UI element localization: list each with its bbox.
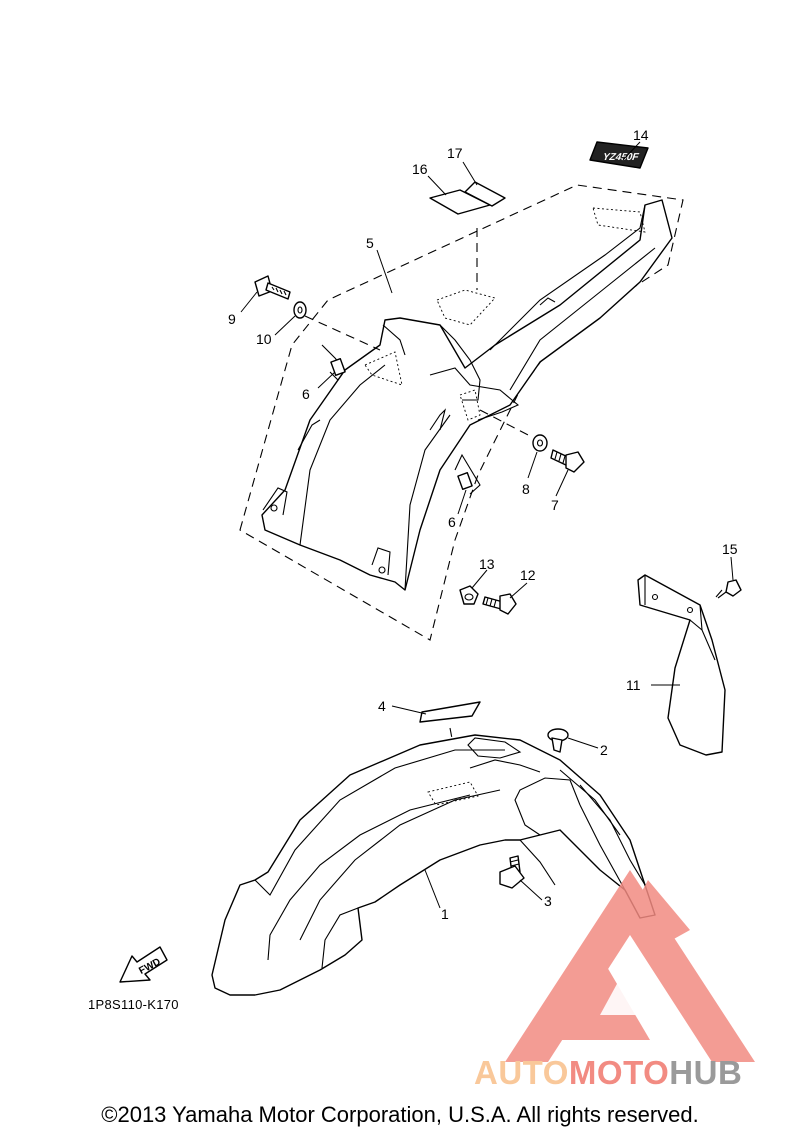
decal-yz450f-text: YZ450F <box>601 152 640 163</box>
callout-7: 7 <box>551 497 559 513</box>
washer-10 <box>293 301 307 319</box>
decal-4 <box>419 701 481 723</box>
bolt-3 <box>499 855 525 889</box>
callout-11: 11 <box>626 677 641 693</box>
rear-fender-dashed-outline <box>239 184 684 641</box>
center-line-rear <box>479 409 531 437</box>
front-fender <box>211 734 656 996</box>
center-line-bolt <box>304 315 381 351</box>
callout-4: 4 <box>378 698 386 714</box>
rear-fender <box>261 199 673 591</box>
decal-yz450f: YZ450F <box>589 141 649 169</box>
copyright-notice: ©2013 Yamaha Motor Corporation, U.S.A. A… <box>101 1102 699 1127</box>
callout-12: 12 <box>520 567 536 583</box>
callout-6-upper: 6 <box>302 386 310 402</box>
callout-16: 16 <box>412 161 428 177</box>
center-line-front <box>449 727 461 781</box>
callout-10: 10 <box>256 331 272 347</box>
fwd-arrow: FWD <box>119 946 168 983</box>
wordmark-moto: MOTO <box>568 1054 670 1091</box>
bolt-13 <box>459 585 479 605</box>
bolt-12 <box>482 593 517 615</box>
callout-9: 9 <box>228 311 236 327</box>
bolt-9 <box>254 275 291 300</box>
callout-3: 3 <box>544 893 552 909</box>
callout-17: 17 <box>447 145 463 161</box>
callout-5: 5 <box>366 235 374 251</box>
automotohub-wordmark: AUTOMOTOHUB <box>474 1054 742 1092</box>
washer-8 <box>532 434 548 452</box>
wordmark-auto: AUTO <box>474 1054 569 1091</box>
diagram-code: 1P8S110-K170 <box>88 997 179 1012</box>
screw-14 <box>715 579 742 599</box>
callout-1: 1 <box>441 906 449 922</box>
callout-15: 14 <box>633 127 649 143</box>
callout-13: 13 <box>479 556 495 572</box>
callout-8: 8 <box>522 481 530 497</box>
wordmark-hub: HUB <box>669 1054 743 1091</box>
mud-flap-11 <box>637 574 726 756</box>
decal-17 <box>464 181 506 207</box>
bolt-7 <box>550 449 585 473</box>
callout-14: 15 <box>722 541 738 557</box>
callout-2: 2 <box>600 742 608 758</box>
callout-6-lower: 6 <box>448 514 456 530</box>
bolt-2 <box>547 728 569 753</box>
